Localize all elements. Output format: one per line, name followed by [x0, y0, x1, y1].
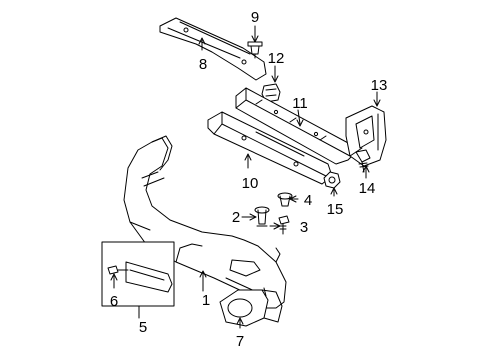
part-8-upper-bracket [159, 17, 267, 81]
part-11-upper-absorber [235, 87, 357, 165]
part-6-screw [107, 265, 129, 275]
callout-8: 8 [199, 56, 207, 73]
callout-15: 15 [327, 201, 344, 218]
callout-2: 2 [232, 209, 240, 226]
callout-7: 7 [236, 333, 244, 350]
callout-1: 1 [202, 292, 210, 309]
part-13-side-bracket [345, 105, 387, 167]
leader-lines [110, 25, 381, 329]
callout-14: 14 [359, 180, 376, 197]
part-3-screw [278, 215, 290, 235]
part-7-bezel [219, 289, 283, 327]
callout-12: 12 [268, 50, 285, 67]
part-9-screw [247, 41, 263, 59]
part-12-clip [261, 83, 281, 103]
part-1-bumper-cover [123, 135, 287, 309]
part-5-plate-bracket [125, 261, 173, 293]
callout-10: 10 [242, 175, 259, 192]
part-15-nut [323, 171, 341, 189]
callout-13: 13 [371, 77, 388, 94]
part-4-clip [277, 192, 293, 207]
callout-3: 3 [300, 219, 308, 236]
callout-labels: 9 8 12 11 13 10 14 15 4 2 3 1 6 5 7 [110, 9, 388, 350]
part-2-retainer [254, 206, 270, 227]
callout-5: 5 [139, 319, 147, 336]
callout-6: 6 [110, 293, 118, 310]
callout-11: 11 [292, 95, 308, 112]
callout-9: 9 [251, 9, 259, 26]
callout-4: 4 [304, 192, 312, 209]
